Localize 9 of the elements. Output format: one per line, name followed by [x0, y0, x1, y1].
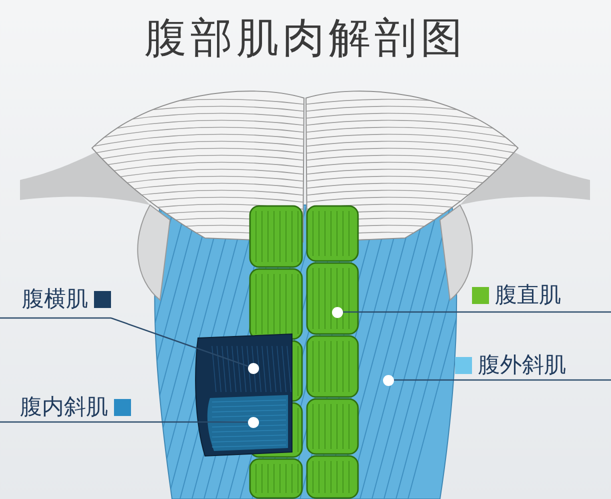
leader-line [110, 317, 248, 367]
leader-line [394, 379, 455, 381]
leader-line [342, 311, 472, 313]
label-text: 腹横肌 [22, 286, 88, 314]
title: 腹部肌肉解剖图 [144, 12, 468, 64]
label-text: 腹内斜肌 [20, 394, 108, 422]
leader-line [131, 421, 248, 423]
label-text: 腹直肌 [495, 282, 561, 310]
label-text: 腹外斜肌 [478, 352, 566, 380]
